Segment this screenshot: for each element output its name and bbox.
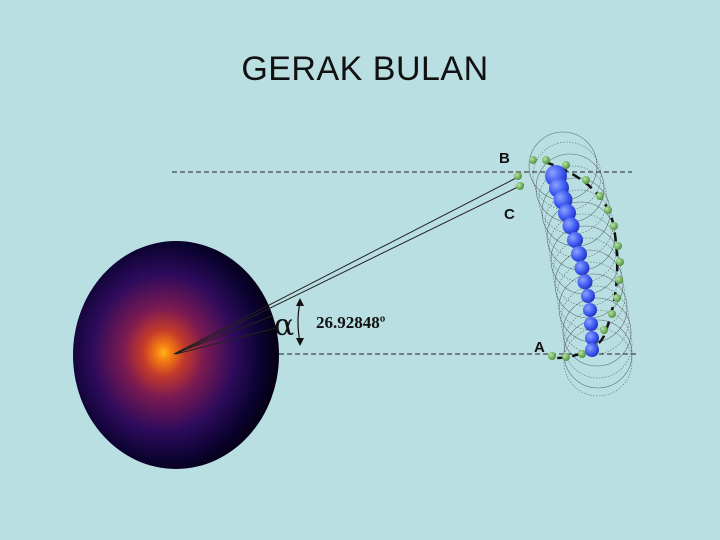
orbit-dot	[608, 310, 616, 318]
orbit-dot	[514, 172, 522, 180]
moon-ring	[563, 319, 633, 389]
orbit-dot	[582, 176, 590, 184]
orbit-dot	[604, 206, 612, 214]
orbit-dot	[615, 276, 623, 284]
moon-position	[581, 289, 595, 303]
angle-symbol: α	[274, 308, 294, 343]
moon-ring	[538, 165, 608, 235]
moon-ring	[563, 327, 633, 397]
moon-position	[577, 274, 593, 290]
orbit-dot	[516, 182, 524, 190]
moon-position	[558, 204, 576, 222]
sight-lines	[173, 175, 525, 355]
moon-position	[583, 303, 597, 317]
moon-position	[585, 331, 599, 345]
orbit-dot	[529, 156, 537, 164]
moon-ring	[562, 297, 632, 367]
label-point-c: C	[504, 206, 515, 223]
moon-position	[574, 260, 590, 276]
orbit-dot	[613, 294, 621, 302]
orbit-dot	[562, 353, 570, 361]
page-title: GERAK BULAN	[241, 50, 489, 88]
orbit-dot	[600, 326, 608, 334]
orbit-dots	[514, 156, 624, 361]
orbit-dot	[542, 156, 550, 164]
moon-position	[584, 317, 598, 331]
moon-position	[585, 343, 599, 357]
orbit-dot	[562, 161, 570, 169]
orbit-dot	[596, 192, 604, 200]
orbit-dot	[548, 352, 556, 360]
orbit-dot	[610, 222, 618, 230]
orbit-dot	[614, 242, 622, 250]
moon-ring	[532, 141, 602, 211]
moon-ring	[563, 309, 633, 379]
moon-position	[571, 246, 587, 262]
moon-trail	[545, 165, 599, 357]
angle-value: 26.92848º	[316, 313, 386, 332]
planet	[73, 241, 279, 469]
orbit-dot	[616, 258, 624, 266]
label-point-a: A	[534, 339, 545, 356]
angle-arrow	[296, 298, 304, 346]
moon-position	[567, 232, 583, 248]
moon-position	[562, 217, 580, 235]
label-point-b: B	[499, 150, 510, 167]
orbit-dot	[578, 350, 586, 358]
